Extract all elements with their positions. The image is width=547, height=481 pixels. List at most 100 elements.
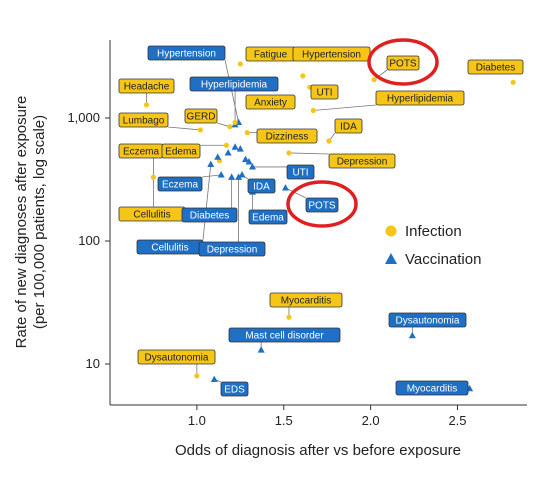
label-box xyxy=(118,112,169,128)
infection-point xyxy=(326,138,332,144)
legend-infection-label: Infection xyxy=(405,223,462,240)
highlight-ring xyxy=(367,38,439,86)
point-label: Cellulitis xyxy=(151,243,188,254)
point-label: Dysautonomia xyxy=(396,316,460,327)
point-label: Hyperlipidemia xyxy=(201,80,268,91)
vaccination-point xyxy=(228,173,236,180)
infection-point xyxy=(510,79,516,85)
legend-vaccination-marker xyxy=(385,253,397,264)
y-tick-label: 1,000 xyxy=(67,110,100,125)
x-tick-label: 2.5 xyxy=(448,413,466,428)
label-box xyxy=(161,143,201,159)
label-box xyxy=(228,327,341,343)
infection-point xyxy=(300,73,306,79)
label-box xyxy=(184,108,218,124)
infection-point xyxy=(371,77,377,83)
label-box xyxy=(388,312,467,328)
point-label: Lumbago xyxy=(123,116,165,127)
vaccination-point xyxy=(242,155,250,163)
label-box xyxy=(375,90,465,106)
y-axis-title-line1: Rate of new diagnoses after exposure xyxy=(13,96,30,349)
x-tick-label: 1.5 xyxy=(275,413,293,428)
infection-point xyxy=(143,102,150,108)
label-box xyxy=(137,349,216,365)
point-label: Hypertension xyxy=(302,50,361,61)
label-box xyxy=(269,292,343,308)
infection-point xyxy=(194,373,200,379)
point-label: IDA xyxy=(253,182,270,193)
label-box xyxy=(245,94,296,110)
vaccination-point xyxy=(231,143,239,150)
x-tick-label: 1.0 xyxy=(188,413,206,428)
point-label: POTS xyxy=(389,59,417,70)
x-axis-title: Odds of diagnosis after vs before exposu… xyxy=(175,442,461,459)
vaccination-point xyxy=(214,153,222,160)
y-tick-label: 10 xyxy=(86,356,100,371)
point-label: UTI xyxy=(292,168,308,179)
label-box xyxy=(248,209,288,225)
label-connector xyxy=(201,174,222,178)
point-label: Hypertension xyxy=(157,49,216,60)
point-label: Anxiety xyxy=(254,98,287,109)
label-box xyxy=(328,153,396,169)
point-label: Headache xyxy=(124,82,170,93)
point-label: Diabetes xyxy=(476,63,515,74)
label-box xyxy=(189,76,279,92)
label-box xyxy=(395,380,469,396)
infection-point xyxy=(232,119,238,126)
point-label: Depression xyxy=(207,245,258,256)
axis-ticks: 1.0 1.5 2.0 2.5 10 100 1,000 xyxy=(67,110,466,428)
infection-point xyxy=(237,61,243,67)
point-label: Dizziness xyxy=(266,132,309,143)
point-label: Edema xyxy=(165,147,197,158)
highlight-circles xyxy=(286,38,439,228)
vaccination-point xyxy=(224,149,232,156)
label-connector xyxy=(373,69,388,80)
infection-point xyxy=(310,107,316,114)
point-label: IDA xyxy=(340,122,357,133)
infection-point xyxy=(244,130,250,136)
vaccination-point xyxy=(248,163,256,170)
highlight-ring xyxy=(286,180,358,228)
point-label: Depression xyxy=(337,157,388,168)
label-connector xyxy=(202,164,212,241)
label-box xyxy=(181,207,238,223)
infection-point xyxy=(150,174,157,180)
label-box xyxy=(147,45,226,61)
point-label: Mast cell disorder xyxy=(245,331,324,342)
point-label: Hyperlipidemia xyxy=(387,94,454,105)
point-label: POTS xyxy=(308,201,336,212)
label-box xyxy=(310,84,339,100)
infection-point xyxy=(197,127,203,133)
vaccination-point xyxy=(235,173,243,180)
label-box xyxy=(386,55,420,71)
label-box xyxy=(118,78,175,94)
infection-point xyxy=(223,142,230,148)
vaccination-point xyxy=(245,158,253,165)
label-box xyxy=(467,59,524,75)
vaccination-point xyxy=(257,346,265,353)
vaccination-point xyxy=(408,331,416,339)
label-box xyxy=(198,241,266,257)
infection-point xyxy=(227,124,233,130)
label-connector xyxy=(167,126,201,131)
point-label: Fatigue xyxy=(254,50,288,61)
label-box xyxy=(256,128,318,144)
point-label: Edema xyxy=(252,213,284,224)
label-connector xyxy=(285,187,307,199)
point-label: UTI xyxy=(316,88,332,99)
infection-point xyxy=(286,314,292,320)
vaccination-point xyxy=(281,184,289,191)
point-label: Diabetes xyxy=(190,211,229,222)
point-label: Eczema xyxy=(162,180,199,191)
label-box xyxy=(157,176,203,192)
legend-infection-marker xyxy=(385,225,397,237)
x-tick-label: 2.0 xyxy=(362,413,380,428)
legend: Infection Vaccination xyxy=(385,223,481,268)
vaccination-point xyxy=(236,145,244,152)
y-tick-label: 100 xyxy=(78,233,100,248)
infection-point xyxy=(286,150,292,156)
vaccination-point xyxy=(217,171,225,178)
